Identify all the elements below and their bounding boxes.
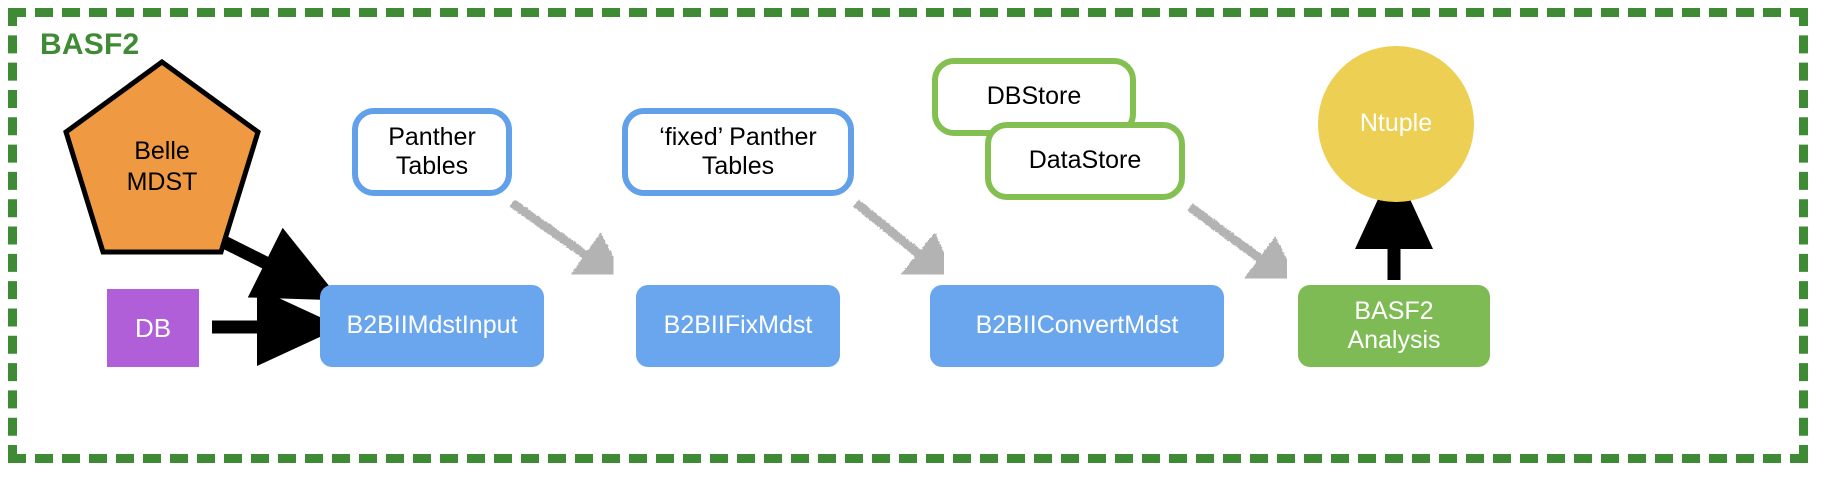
node-db-label: DB [134,312,172,343]
node-belle-mdst[interactable]: Belle MDST [62,58,262,256]
panther-tables-line2: Tables [395,152,469,180]
basf2-analysis-line2: Analysis [1347,326,1441,354]
node-ntuple-label: Ntuple [1359,109,1433,138]
node-panther-tables-label: Panther Tables [388,123,476,182]
node-b2bii-fix-mdst[interactable]: B2BIIFixMdst [636,285,840,367]
node-b2bii-mdst-input[interactable]: B2BIIMdstInput [320,285,544,367]
node-ntuple[interactable]: Ntuple [1318,46,1474,202]
node-b2bii-mdst-input-label: B2BIIMdstInput [346,311,518,340]
node-b2bii-convert-mdst-label: B2BIIConvertMdst [975,311,1179,340]
basf2-frame [8,8,1808,463]
basf2-analysis-line1: BASF2 [1354,296,1434,325]
node-datastore[interactable]: DataStore [985,122,1185,200]
basf2-frame-title: BASF2 [40,28,140,61]
fixed-panther-line2: Tables [701,152,775,180]
node-fixed-panther-tables-label: ‘fixed’ Panther Tables [659,123,817,182]
node-datastore-label: DataStore [1028,146,1142,175]
node-basf2-analysis[interactable]: BASF2 Analysis [1298,285,1490,367]
node-fixed-panther-tables[interactable]: ‘fixed’ Panther Tables [622,108,854,196]
pentagon-shape [63,58,261,255]
node-b2bii-fix-mdst-label: B2BIIFixMdst [663,311,813,340]
node-db[interactable]: DB [107,289,199,367]
node-panther-tables[interactable]: Panther Tables [352,108,512,196]
node-dbstore-label: DBStore [986,82,1082,111]
node-basf2-analysis-label: BASF2 Analysis [1347,297,1440,356]
fixed-panther-line1: ‘fixed’ Panther [659,122,817,151]
panther-tables-line1: Panther [388,122,476,151]
node-b2bii-convert-mdst[interactable]: B2BIIConvertMdst [930,285,1224,367]
